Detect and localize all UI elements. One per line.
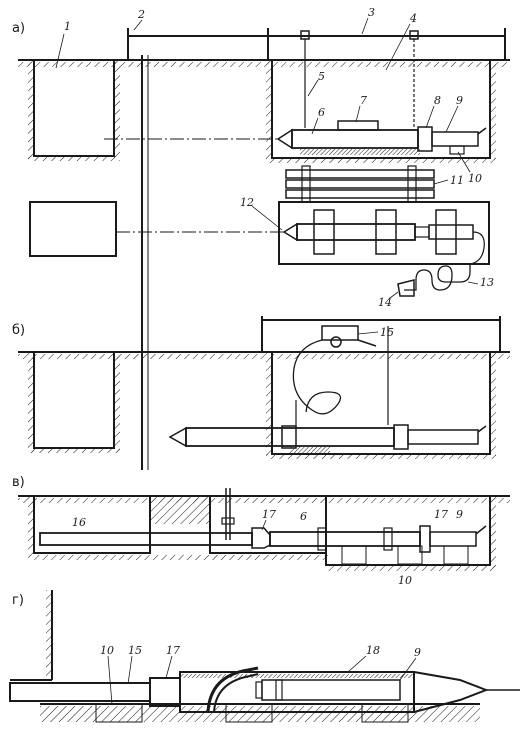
callout-1: 1 (64, 20, 71, 33)
hose-13 (404, 264, 471, 291)
panel-label-g: г) (12, 593, 24, 608)
support-10-g (95, 703, 143, 723)
callout-6-v: 6 (300, 510, 307, 523)
callout-9-g: 9 (414, 646, 421, 659)
pit-left-b (33, 351, 115, 449)
unit-8 (417, 126, 433, 152)
unit-9-g (255, 679, 401, 701)
hose-b (292, 339, 342, 415)
callout-14: 14 (378, 296, 392, 309)
callout-10-v: 10 (398, 574, 412, 587)
pit-right-b (271, 351, 491, 455)
callout-11: 11 (450, 174, 464, 187)
callout-6: 6 (318, 106, 325, 119)
callout-9: 9 (456, 94, 463, 107)
callout-3: 3 (368, 6, 375, 19)
callout-10: 10 (468, 172, 482, 185)
pit-1 (33, 59, 115, 157)
callout-15-b: 15 (380, 326, 394, 339)
callout-5: 5 (318, 70, 325, 83)
panel-label-a: а) (12, 21, 25, 36)
panel-v: в) (12, 475, 510, 571)
callout-17-v2: 17 (434, 508, 448, 521)
support-10 (341, 545, 367, 565)
pipe-plan-12 (282, 209, 485, 265)
plan-box-12 (278, 201, 490, 265)
coupling-17 (149, 677, 181, 707)
pipe-assembly-b (168, 424, 487, 453)
cable-g (206, 666, 259, 713)
panel-label-v: в) (12, 475, 25, 490)
callout-17-v: 17 (262, 508, 276, 521)
callout-17-g: 17 (166, 644, 180, 657)
unit-9 (431, 131, 479, 147)
callout-12: 12 (240, 196, 254, 209)
panel-a: а) (12, 21, 510, 470)
pipe-bundle-11 (285, 165, 435, 203)
callout-2: 2 (137, 8, 145, 21)
callout-4: 4 (409, 12, 417, 25)
pipe-15-g (9, 682, 151, 702)
pipe-string-v (39, 488, 487, 553)
casing-18 (179, 671, 520, 713)
callout-10-g: 10 (100, 644, 114, 657)
plan-box-left (29, 201, 117, 257)
callout-13: 13 (480, 276, 494, 289)
callout-18: 18 (366, 644, 380, 657)
panel-label-b: б) (12, 323, 25, 338)
callout-7: 7 (360, 94, 367, 107)
panel-b: б) (12, 316, 510, 459)
device-14 (397, 279, 415, 297)
ground-hatch (18, 62, 510, 67)
callout-8: 8 (434, 94, 441, 107)
callout-9-v: 9 (456, 508, 463, 521)
pump-15 (321, 325, 377, 348)
callouts: 1 2 3 4 5 6 7 8 9 10 11 12 13 14 15 16 1… (55, 6, 494, 705)
block-7 (337, 120, 379, 131)
panel-g: г) (9, 590, 520, 723)
pipe-assembly-a (276, 120, 487, 155)
callout-15-g: 15 (128, 644, 142, 657)
callout-16: 16 (72, 516, 86, 529)
